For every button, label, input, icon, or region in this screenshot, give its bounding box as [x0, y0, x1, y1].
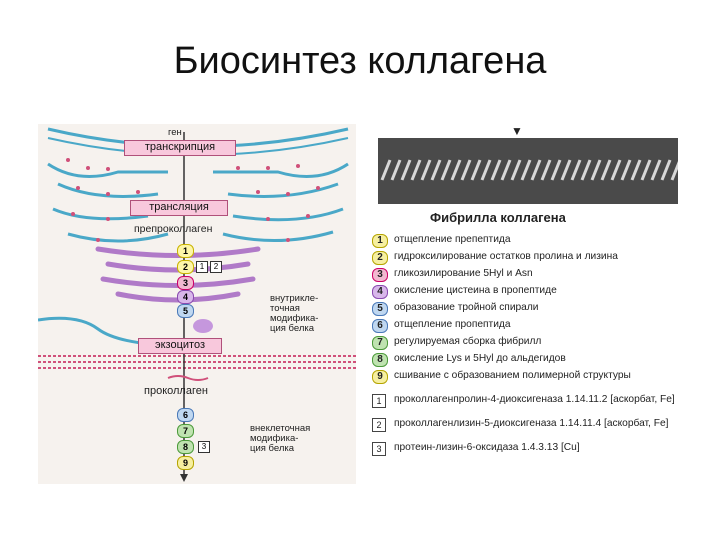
step-text: окисление Lys и 5Hyl до альдегидов [394, 353, 692, 364]
enzyme-text: протеин-лизин-6-оксидаза 1.4.3.13 [Cu] [394, 442, 692, 453]
step-number: 9 [372, 370, 388, 384]
enzyme-number: 3 [372, 442, 386, 456]
enzyme-number: 2 [372, 418, 386, 432]
step-6-marker: 6 [177, 408, 194, 422]
step-number: 3 [372, 268, 388, 282]
step-number: 7 [372, 336, 388, 350]
legend-item: 6 отщепление пропептида [372, 319, 692, 336]
step-4-marker: 4 [177, 290, 194, 304]
slide-title: Биосинтез коллагена [0, 40, 720, 83]
step-text: сшивание с образованием полимерной струк… [394, 370, 692, 381]
step-number: 4 [372, 285, 388, 299]
step-3-marker: 3 [177, 276, 194, 290]
enzyme-marker-2: 2 [210, 261, 222, 273]
step-1-marker: 1 [177, 244, 194, 258]
enzyme-text: проколлагенпролин-4-диоксигеназа 1.14.11… [394, 394, 692, 405]
legend-item: 9 сшивание с образованием полимерной стру… [372, 370, 692, 394]
step-9-marker: 9 [177, 456, 194, 470]
step-8-marker: 8 [177, 440, 194, 454]
biosynthesis-diagram: ген транскрипция трансляция препроколлаг… [38, 124, 356, 484]
step-number: 6 [372, 319, 388, 333]
step-number: 2 [372, 251, 388, 265]
transcription-box: транскрипция [124, 140, 236, 156]
step-2-marker: 2 [177, 260, 194, 274]
step-text: окисление цистеина в пропептиде [394, 285, 692, 296]
enzyme-item: 1 проколлагенпролин-4-диоксигеназа 1.14.1… [372, 394, 692, 418]
legend-item: 2 гидроксилирование остатков пролина и ли… [372, 251, 692, 268]
step-5-marker: 5 [177, 304, 194, 318]
enzyme-item: 2 проколлагенлизин-5-диоксигеназа 1.14.11… [372, 418, 692, 442]
legend-item: 4 окисление цистеина в пропептиде [372, 285, 692, 302]
step-7-marker: 7 [177, 424, 194, 438]
intracellular-label: внутрикле- точная модифика- ция белка [270, 294, 318, 334]
enzyme-marker-1: 1 [196, 261, 208, 273]
legend-item: 8 окисление Lys и 5Hyl до альдегидов [372, 353, 692, 370]
step-text: гидроксилирование остатков пролина и лиз… [394, 251, 692, 262]
procollagen-label: проколлаген [144, 386, 208, 396]
step-number: 5 [372, 302, 388, 316]
enzyme-text: проколлагенлизин-5-диоксигеназа 1.14.11.… [394, 418, 692, 429]
enzyme-marker-3: 3 [198, 441, 210, 453]
legend-list: 1 отщепление препептида 2 гидроксилировани… [372, 234, 692, 459]
extracellular-label: внеклеточная модифика- ция белка [250, 424, 310, 454]
enzyme-number: 1 [372, 394, 386, 408]
translation-box: трансляция [130, 200, 228, 216]
step-number: 8 [372, 353, 388, 367]
legend-item: 3 гликозилирование 5Hyl и Asn [372, 268, 692, 285]
fibril-micrograph [378, 138, 678, 204]
gene-label: ген [168, 128, 182, 138]
legend-item: 1 отщепление препептида [372, 234, 692, 251]
step-text: отщепление препептида [394, 234, 692, 245]
step-text: регулируемая сборка фибрилл [394, 336, 692, 347]
enzyme-item: 3 протеин-лизин-6-оксидаза 1.4.3.13 [Cu] [372, 442, 692, 459]
legend-item: 5 образование тройной спирали [372, 302, 692, 319]
legend-item: 7 регулируемая сборка фибрилл [372, 336, 692, 353]
step-text: образование тройной спирали [394, 302, 692, 313]
preprocollagen-label: препроколлаген [134, 224, 212, 234]
exocytosis-box: экзоцитоз [138, 338, 222, 354]
fibril-title: Фибрилла коллагена [430, 210, 566, 225]
step-number: 1 [372, 234, 388, 248]
step-text: отщепление пропептида [394, 319, 692, 330]
arrow-down-icon: ▼ [511, 124, 523, 138]
step-text: гликозилирование 5Hyl и Asn [394, 268, 692, 279]
